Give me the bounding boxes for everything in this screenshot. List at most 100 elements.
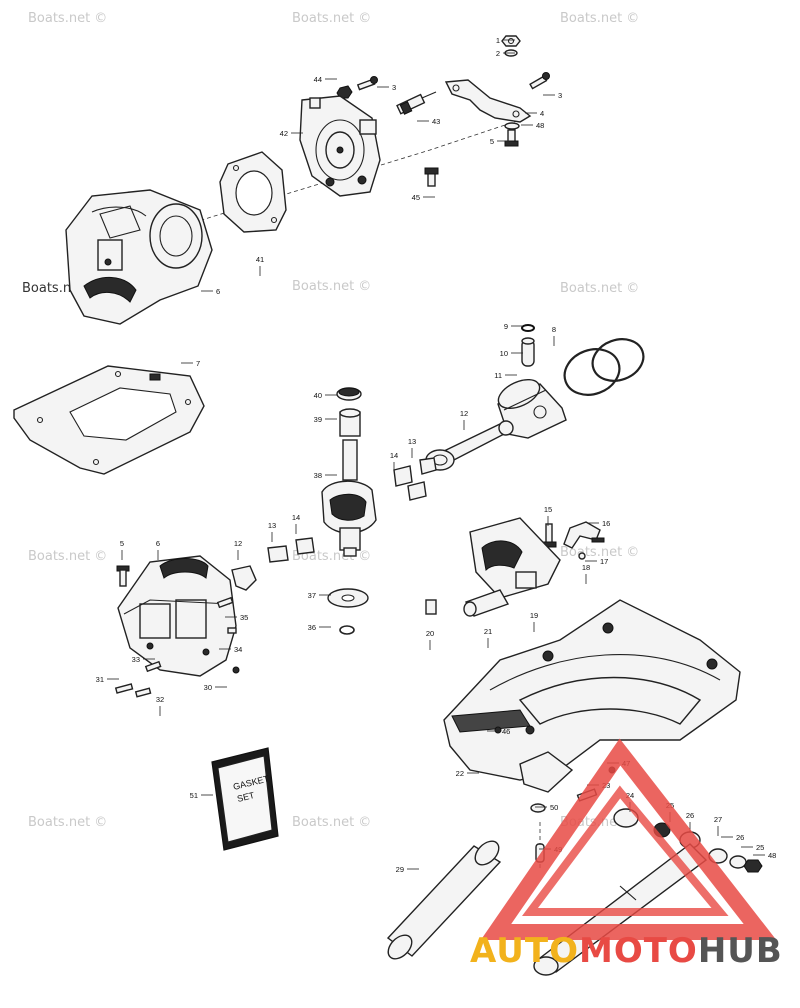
tube-29 xyxy=(386,840,502,960)
screw-17 xyxy=(591,537,605,543)
part-label-p16: 16 xyxy=(602,519,610,528)
watermark: Boats.net © xyxy=(560,11,639,26)
bolt-5-lower xyxy=(116,565,130,587)
part-label-p3a: 3 xyxy=(392,83,396,92)
part-label-p29: 29 xyxy=(396,865,404,874)
crankshaft-38 xyxy=(321,439,377,557)
crankcase-6 xyxy=(117,555,237,677)
part-label-p36: 36 xyxy=(308,623,316,632)
part-label-p10: 10 xyxy=(500,349,508,358)
seal-40 xyxy=(336,387,362,401)
bearing-cage-13 xyxy=(419,457,437,475)
connecting-rod-12 xyxy=(425,420,514,471)
watermark: Boats.net © xyxy=(28,549,107,564)
part-label-p38: 38 xyxy=(314,471,322,480)
part-label-p43: 43 xyxy=(432,117,440,126)
part-label-p5b: 5 xyxy=(120,539,124,548)
part-label-p17: 17 xyxy=(600,557,608,566)
watermark: Boats.net © xyxy=(292,279,371,294)
part-label-p13a: 13 xyxy=(408,437,416,446)
part-label-p13b: 13 xyxy=(268,521,276,530)
watermark: Boats.net © xyxy=(292,815,371,830)
cylinder-block-6 xyxy=(65,189,213,325)
part-label-p51: 51 xyxy=(190,791,198,800)
part-label-p6a: 6 xyxy=(216,287,220,296)
part-label-p26a: 26 xyxy=(686,811,694,820)
part-label-p42: 42 xyxy=(280,129,288,138)
part-label-p50: 50 xyxy=(550,803,558,812)
part-label-p20: 20 xyxy=(426,629,434,638)
bearing-39 xyxy=(339,408,361,437)
part-label-p32: 32 xyxy=(156,695,164,704)
part-label-p30: 30 xyxy=(204,683,212,692)
part-label-p1: 1 xyxy=(496,36,500,45)
screw-3-left xyxy=(356,76,378,91)
circlip-9 xyxy=(521,324,535,332)
part-label-p14a: 14 xyxy=(390,451,398,460)
part-label-p5a: 5 xyxy=(490,137,494,146)
bearing-cage-14 xyxy=(393,465,413,487)
part-label-p19: 19 xyxy=(530,611,538,620)
part-label-p12b: 12 xyxy=(234,539,242,548)
part-label-p14b: 14 xyxy=(292,513,300,522)
head-gasket-41 xyxy=(219,151,287,233)
bearing-cage-14-lower xyxy=(295,537,315,555)
gasket-set-text-line2: SET xyxy=(236,790,256,804)
sleeve-21 xyxy=(463,589,510,617)
part-label-p46: 46 xyxy=(502,727,510,736)
washer-37 xyxy=(327,588,369,608)
part-label-p22: 22 xyxy=(456,769,464,778)
nut-1 xyxy=(501,35,521,47)
part-label-p33: 33 xyxy=(132,655,140,664)
part-label-p39: 39 xyxy=(314,415,322,424)
part-label-p15: 15 xyxy=(544,505,552,514)
part-label-p45: 45 xyxy=(412,193,420,202)
hull-bracket-22 xyxy=(443,599,741,793)
gasket-set-box-51: GASKET SET xyxy=(211,747,279,851)
piston-ring-8b xyxy=(591,338,645,382)
part-label-p24: 24 xyxy=(626,791,634,800)
nut-18 xyxy=(578,552,586,560)
part-label-p7: 7 xyxy=(196,359,200,368)
fasteners-30-35 xyxy=(114,596,240,698)
nut-44 xyxy=(336,85,353,99)
part-label-p9: 9 xyxy=(504,322,508,331)
part-label-p18: 18 xyxy=(582,563,590,572)
nut-48b xyxy=(743,859,763,873)
bearing-cage-13-lower xyxy=(267,545,289,563)
wrist-pin-10 xyxy=(521,337,535,367)
screw-3-right xyxy=(529,72,550,90)
part-label-p41: 41 xyxy=(256,255,264,264)
watermark: Boats.net © xyxy=(28,815,107,830)
part-label-p48a: 48 xyxy=(536,121,544,130)
part-label-p37: 37 xyxy=(308,591,316,600)
washer-48 xyxy=(504,122,520,130)
bracket-4 xyxy=(444,79,532,123)
base-gasket-7 xyxy=(13,365,205,475)
washer-25b xyxy=(729,855,747,869)
part-label-p12: 12 xyxy=(460,409,468,418)
bolt-5 xyxy=(504,129,519,147)
part-label-p26b: 26 xyxy=(736,833,744,842)
key-20 xyxy=(425,599,437,615)
bolt-45 xyxy=(424,167,439,187)
mount-19 xyxy=(469,517,561,599)
part-label-p3b: 3 xyxy=(558,91,562,100)
oring-36 xyxy=(339,625,355,635)
part-label-p25b: 25 xyxy=(756,843,764,852)
part-label-p27: 27 xyxy=(714,815,722,824)
part-label-p6b: 6 xyxy=(156,539,160,548)
part-label-p2: 2 xyxy=(496,49,500,58)
watermark: Boats.net © xyxy=(560,281,639,296)
washer-50 xyxy=(530,803,546,813)
logo-wordmark: AUTOMOTOHUB xyxy=(470,931,783,971)
part-label-p40: 40 xyxy=(314,391,322,400)
piston-ring-8a xyxy=(563,348,621,396)
clip-12-lower xyxy=(231,565,257,591)
logo-triangle-inner xyxy=(522,785,729,916)
part-label-p35: 35 xyxy=(240,613,248,622)
watermark: Boats.net © xyxy=(292,11,371,26)
